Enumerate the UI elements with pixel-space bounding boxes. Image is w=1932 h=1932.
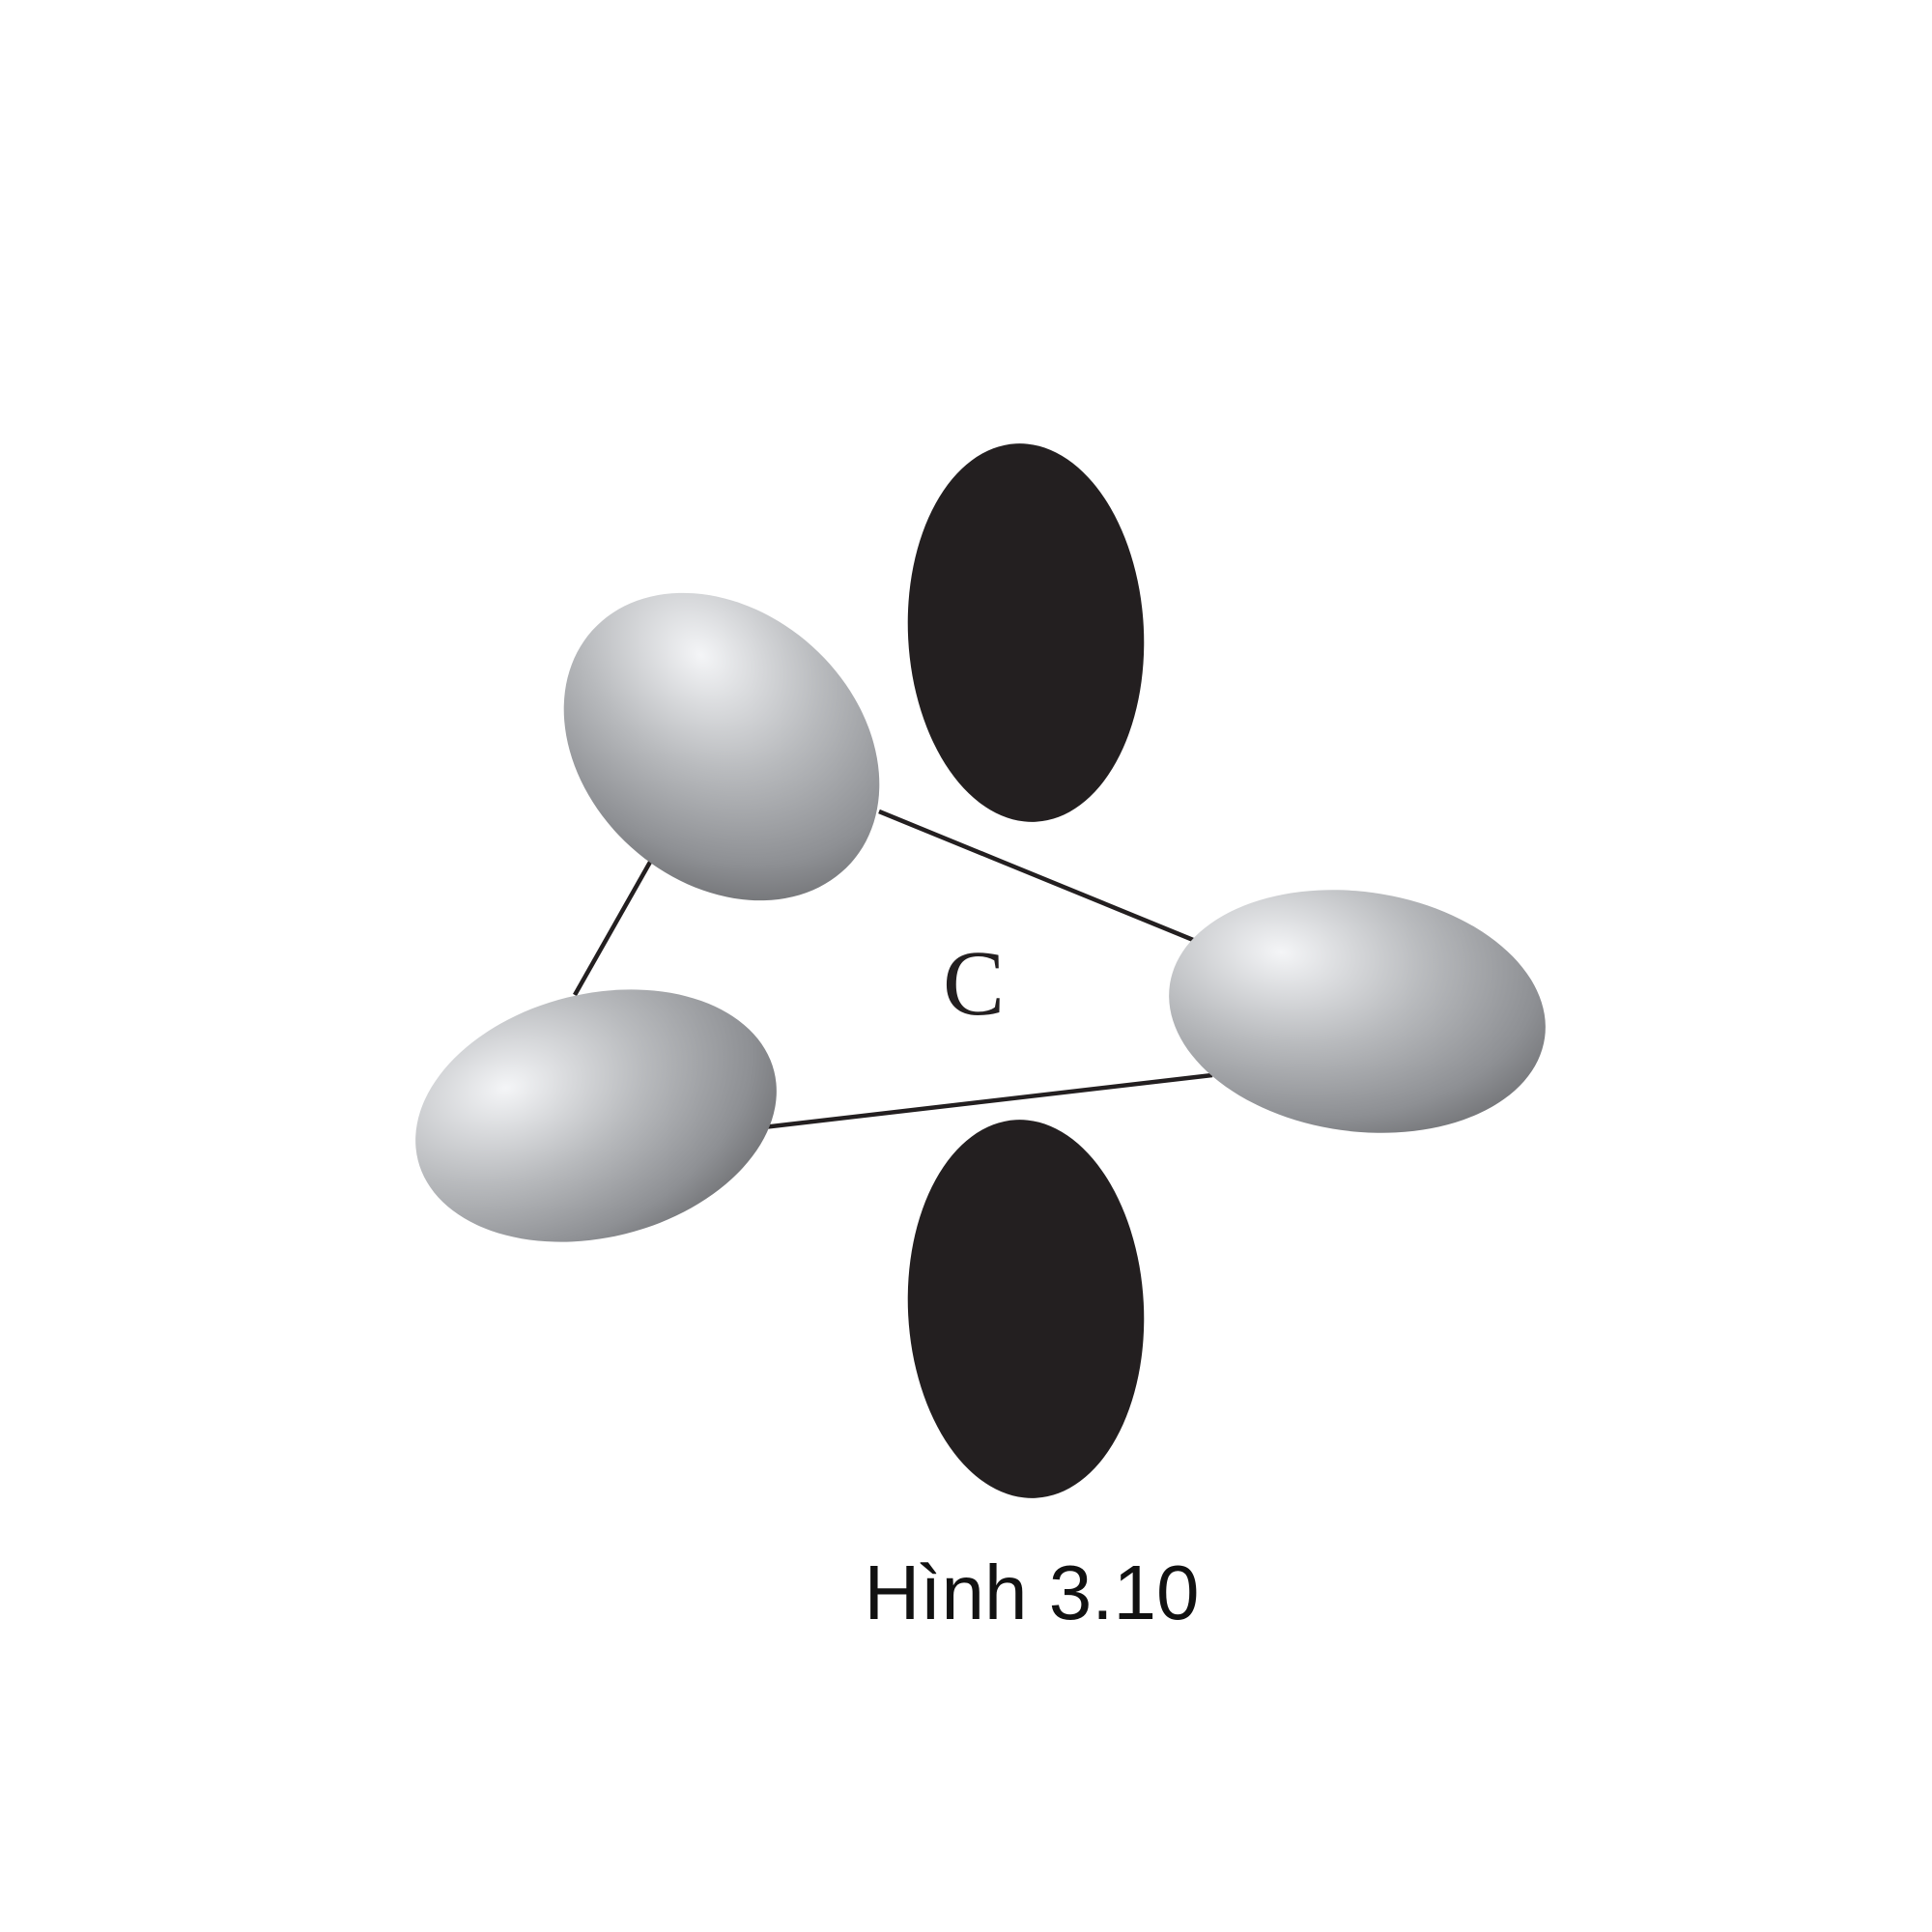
bond-line-upper-right: [878, 809, 1199, 945]
sp2-orbital-upper-left: [563, 592, 880, 901]
carbon-atom-label: C: [943, 931, 1005, 1035]
p-orbital-bottom: [907, 1120, 1145, 1498]
figure-caption: Hình 3.10: [865, 1549, 1200, 1635]
bond-line-lower: [762, 1072, 1213, 1130]
p-orbital-top: [907, 443, 1145, 822]
trigonal-plane-outline: [573, 809, 1213, 1130]
sp2-orbital-lower-left: [415, 989, 777, 1242]
bond-line-left: [573, 848, 659, 997]
sp2-orbital-right: [1169, 890, 1546, 1133]
